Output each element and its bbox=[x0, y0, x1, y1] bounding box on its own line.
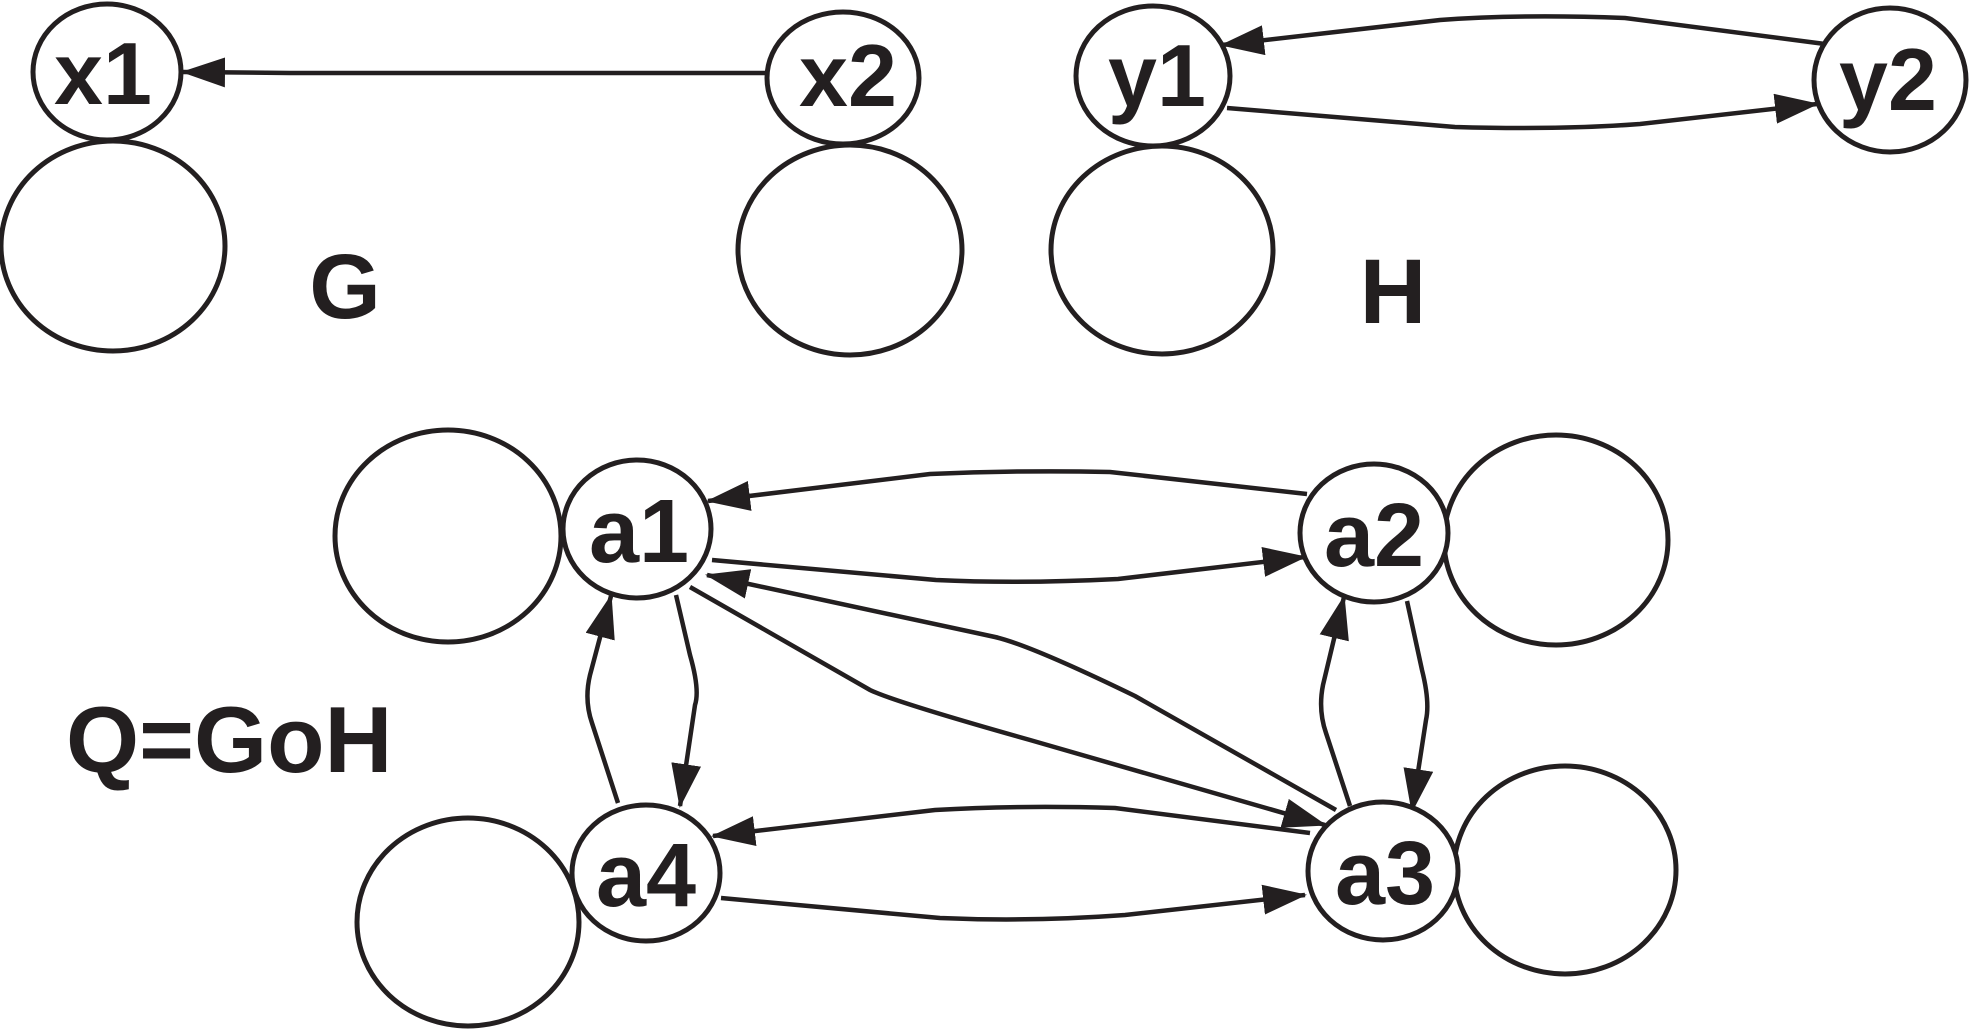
edge-a2-to-a3 bbox=[1403, 600, 1434, 813]
edge-a4-to-a3 bbox=[720, 884, 1307, 922]
node-x2[interactable] bbox=[764, 9, 922, 147]
edge-y2-to-y1 bbox=[1220, 14, 1826, 56]
self-loop-a4 bbox=[354, 815, 582, 1029]
node-label-x2: x2 bbox=[799, 26, 897, 125]
node-label-a3: a3 bbox=[1335, 824, 1435, 924]
self-loop-x1 bbox=[0, 138, 228, 354]
self-loop-a2 bbox=[1441, 432, 1671, 648]
node-label-a2: a2 bbox=[1324, 486, 1424, 586]
node-a1[interactable] bbox=[560, 457, 714, 601]
node-a4[interactable] bbox=[569, 802, 723, 944]
node-y2[interactable] bbox=[1811, 5, 1969, 155]
node-label-a4: a4 bbox=[596, 826, 696, 926]
self-loop-a1 bbox=[332, 427, 564, 645]
node-label-a1: a1 bbox=[589, 482, 689, 582]
node-label-x1: x1 bbox=[54, 24, 152, 123]
graph-h: y1 y2 H bbox=[1048, 3, 1969, 357]
self-loop-x2 bbox=[735, 142, 965, 358]
self-loop-a3 bbox=[1451, 763, 1679, 977]
node-y1[interactable] bbox=[1073, 3, 1233, 149]
graph-g: x1 x2 G bbox=[0, 1, 965, 358]
edge-y1-to-y2 bbox=[1226, 93, 1819, 131]
graph-label-q: Q=GoH bbox=[66, 687, 392, 792]
edge-a3-to-a4 bbox=[711, 804, 1311, 847]
edge-a4-to-a1 bbox=[585, 594, 621, 804]
edge-a1-to-a3 bbox=[688, 585, 1327, 828]
edge-x2-to-x1 bbox=[181, 57, 765, 88]
node-label-y2: y2 bbox=[1839, 30, 1937, 129]
graph-q: a1 a2 a3 a4 Q=GoH bbox=[66, 427, 1679, 1029]
node-a2[interactable] bbox=[1297, 461, 1451, 605]
node-a3[interactable] bbox=[1305, 799, 1461, 943]
edge-a2-to-a1 bbox=[706, 469, 1308, 511]
self-loop-y1 bbox=[1048, 143, 1276, 357]
edge-a3-to-a1 bbox=[705, 569, 1338, 812]
node-x1[interactable] bbox=[30, 1, 184, 143]
edge-a1-to-a2 bbox=[711, 547, 1307, 585]
node-label-y1: y1 bbox=[1108, 26, 1206, 125]
graph-label-g: G bbox=[309, 236, 381, 338]
edge-a3-to-a2 bbox=[1318, 595, 1353, 807]
graph-label-h: H bbox=[1360, 241, 1426, 343]
edge-a1-to-a4 bbox=[671, 594, 702, 808]
